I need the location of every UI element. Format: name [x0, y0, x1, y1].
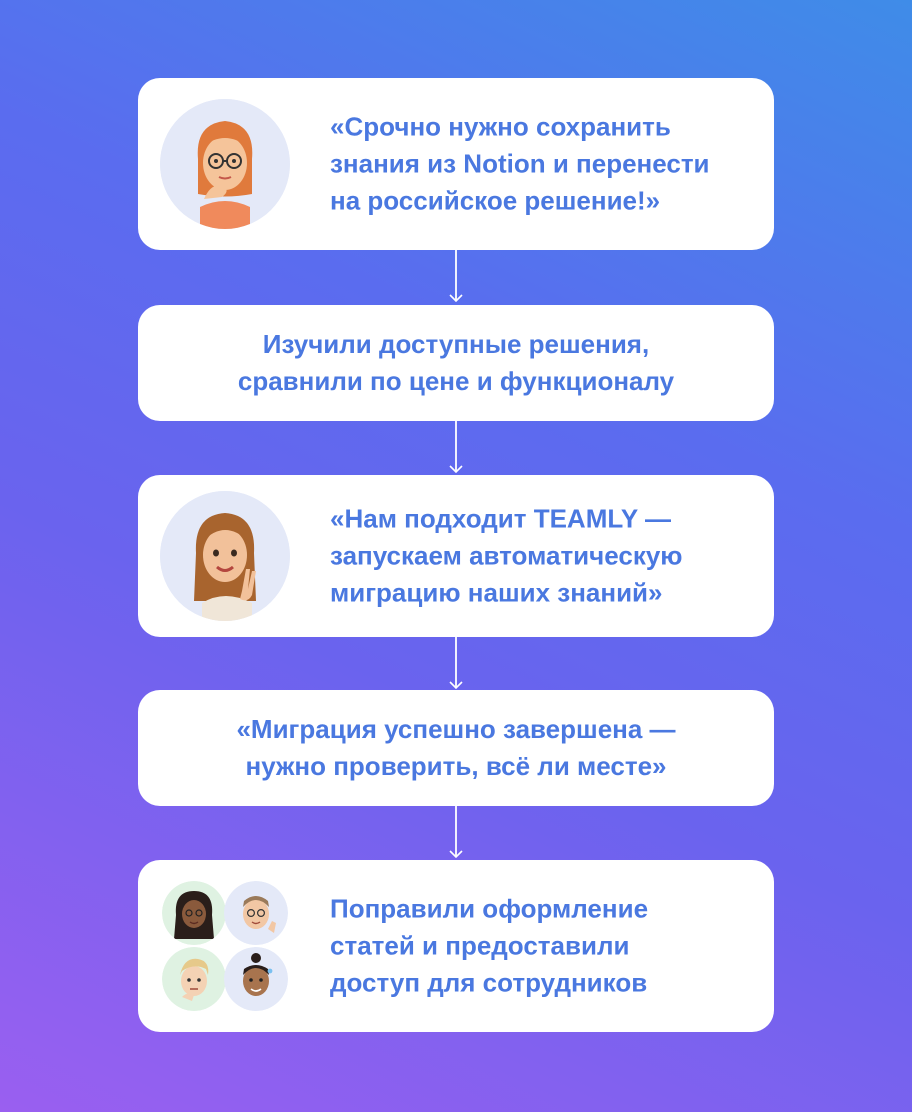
connector-4 — [455, 806, 457, 856]
step-card-2: Изучили доступные решения, сравнили по ц… — [138, 305, 774, 421]
step-card-4: «Миграция успешно завершена — нужно пров… — [138, 690, 774, 806]
connector-1 — [455, 250, 457, 300]
memoji-man-bun-icon — [224, 947, 288, 1011]
step-card-5: Поправили оформление статей и предостави… — [138, 860, 774, 1032]
step-card-3: «Нам подходит TEAMLY — запускаем автомат… — [138, 475, 774, 637]
memoji-woman-dark-icon — [162, 881, 226, 945]
step-text-5: Поправили оформление статей и предостави… — [330, 893, 649, 998]
arrow-down-icon — [449, 850, 463, 858]
memoji-woman-peace-icon — [160, 491, 290, 621]
memoji-woman-glasses-icon — [160, 99, 290, 229]
step-text-4: «Миграция успешно завершена — нужно пров… — [236, 714, 676, 781]
memoji-man-glasses-icon — [224, 881, 288, 945]
connector-2 — [455, 421, 457, 471]
step-text-2: Изучили доступные решения, сравнили по ц… — [237, 329, 675, 396]
step-card-1: «Срочно нужно сохранить знания из Notion… — [138, 78, 774, 250]
arrow-down-icon — [449, 465, 463, 473]
arrow-down-icon — [449, 294, 463, 302]
memoji-team-icon — [160, 881, 290, 1011]
step-text-1: «Срочно нужно сохранить знания из Notion… — [330, 111, 710, 216]
step-text-3: «Нам подходит TEAMLY — запускаем автомат… — [330, 503, 683, 608]
connector-3 — [455, 637, 457, 687]
memoji-man-blond-icon — [162, 947, 226, 1011]
arrow-down-icon — [449, 681, 463, 689]
